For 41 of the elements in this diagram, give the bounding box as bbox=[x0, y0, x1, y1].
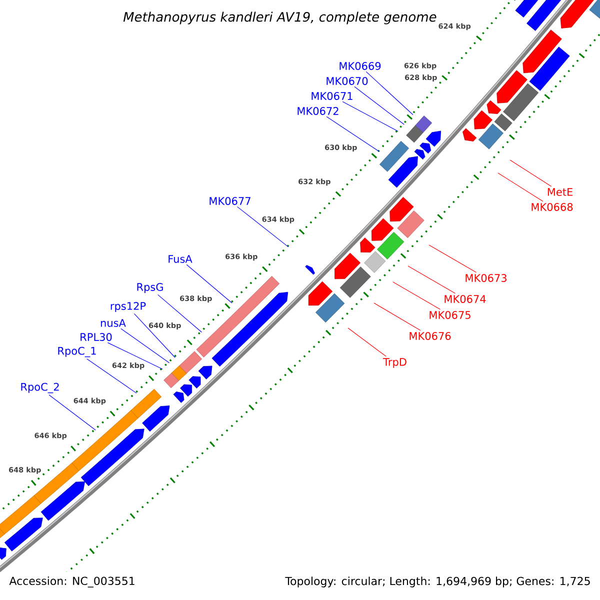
gene-label: MK0670 bbox=[326, 77, 368, 85]
gene-label: MK0675 bbox=[430, 311, 470, 319]
gene-label: RpoC_2 bbox=[21, 382, 59, 394]
gene-label: RpoC_1 bbox=[58, 346, 96, 358]
gene-label: RpsG bbox=[137, 283, 163, 293]
leader-line bbox=[86, 358, 137, 394]
leader-line bbox=[498, 172, 544, 202]
leader-line bbox=[236, 206, 289, 248]
leader-line bbox=[326, 116, 380, 152]
leader-line bbox=[428, 244, 477, 273]
leader-line bbox=[107, 342, 163, 370]
leader-line bbox=[48, 394, 96, 430]
genome-info-text: Topology: circular; Length: 1,694,969 bp; Genes: 1,725 bbox=[285, 576, 590, 588]
gene-label: MK0676 bbox=[410, 332, 451, 340]
leader-line bbox=[374, 302, 421, 331]
gene-label: MK0668 bbox=[532, 203, 573, 211]
gene-label: nusA bbox=[100, 319, 126, 327]
leader-line bbox=[134, 313, 176, 358]
leader-line bbox=[158, 294, 202, 333]
map-title: Methanopyrus kandleri AV19, complete genome bbox=[123, 12, 436, 24]
gene-label: FusA bbox=[168, 255, 192, 263]
gene-label: MK0672 bbox=[298, 107, 338, 115]
gene-label: MetE bbox=[548, 188, 572, 196]
leader-line bbox=[342, 101, 398, 132]
gene-label: MK0677 bbox=[210, 197, 250, 205]
leader-line bbox=[366, 71, 414, 116]
leader-line bbox=[348, 328, 386, 357]
gene-label: TrpD bbox=[383, 358, 406, 368]
gene-label: MK0671 bbox=[312, 92, 352, 100]
gene-label: MK0669 bbox=[340, 62, 381, 70]
leader-line bbox=[392, 282, 441, 310]
gene-label: RPL30 bbox=[80, 333, 112, 341]
leader-line bbox=[120, 328, 170, 364]
accession-text: Accession: NC_003551 bbox=[9, 576, 134, 588]
leader-line bbox=[186, 264, 232, 304]
gene-label: rps12P bbox=[110, 302, 146, 312]
leader-line bbox=[354, 86, 404, 125]
gene-label: MK0674 bbox=[444, 295, 486, 303]
leader-line bbox=[408, 266, 456, 294]
leader-line bbox=[510, 160, 552, 187]
gene-label: MK0673 bbox=[466, 274, 506, 282]
